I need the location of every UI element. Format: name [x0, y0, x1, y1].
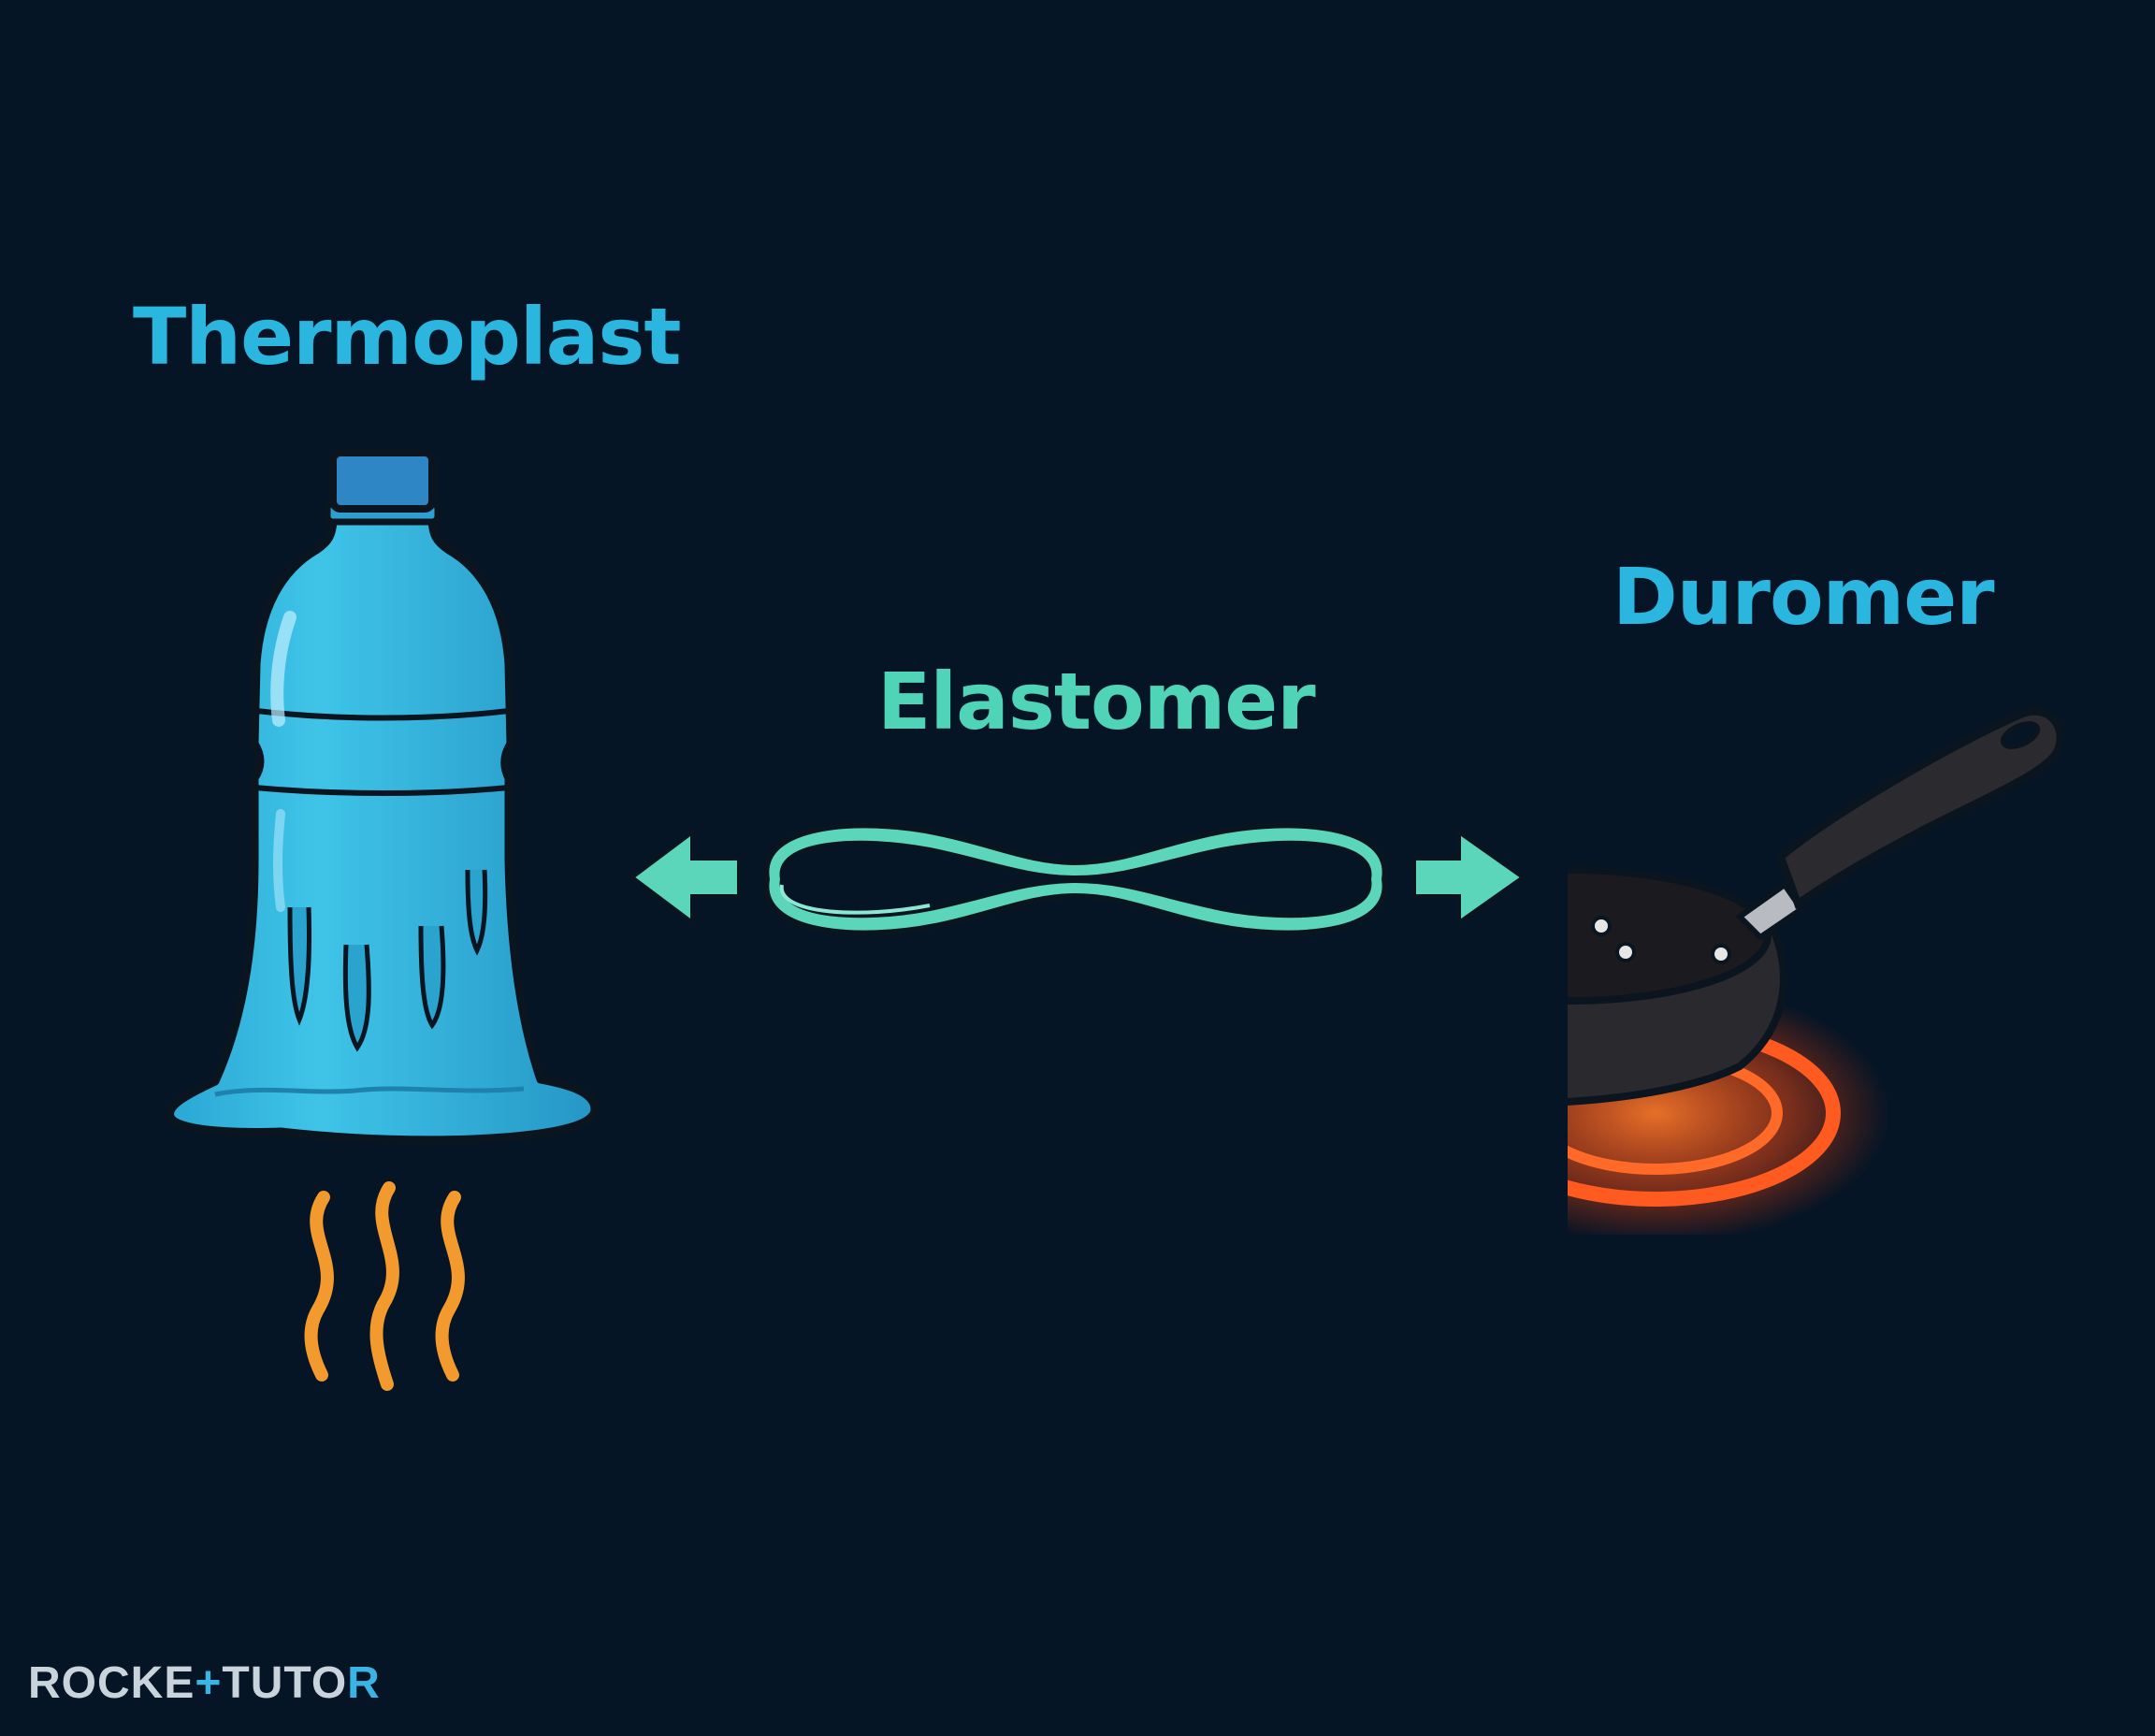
- heat-waves-icon: [304, 1181, 465, 1391]
- stretched-rubber-band-icon: [629, 822, 1526, 936]
- frying-pan-icon: [1568, 707, 2064, 1235]
- rocket-tutor-logo: ROCKE+TUTOR: [28, 1658, 381, 1708]
- arrow-left-icon: [629, 829, 741, 926]
- melting-plastic-bottle-icon: [166, 449, 600, 1145]
- arrow-right-icon: [1412, 829, 1526, 926]
- thermoplast-label: Thermoplast: [133, 291, 681, 383]
- duromer-label: Duromer: [1613, 551, 1995, 643]
- elastomer-label: Elastomer: [877, 656, 1316, 747]
